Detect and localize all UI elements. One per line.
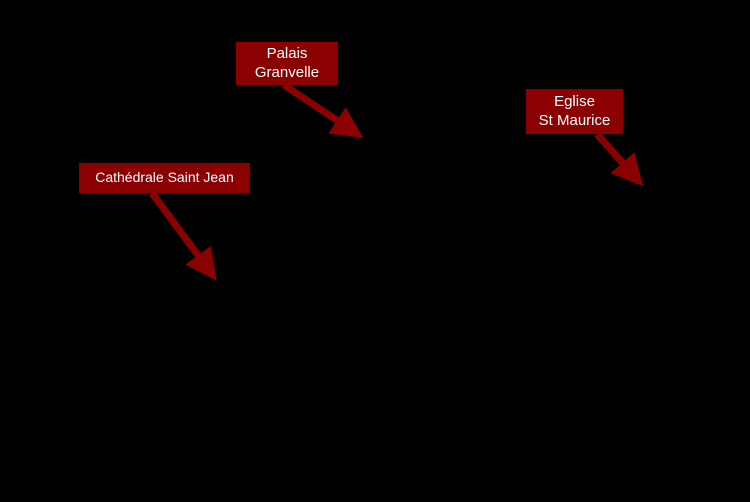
eglise-st-maurice-arrow <box>594 131 644 187</box>
cathedrale-saint-jean-arrow <box>149 190 217 281</box>
annotation-label-line: Granvelle <box>254 63 320 81</box>
annotation-label-line: Palais <box>266 44 308 62</box>
annotation-cathedrale-saint-jean: Cathédrale Saint Jean <box>79 163 250 193</box>
annotation-palais-granvelle: Palais Granvelle <box>236 42 338 85</box>
annotation-label-line: Cathédrale Saint Jean <box>95 169 234 186</box>
annotation-label-line: St Maurice <box>538 111 611 129</box>
palais-granvelle-arrow <box>282 82 364 138</box>
annotation-eglise-st-maurice: Eglise St Maurice <box>526 89 623 134</box>
annotation-label-line: Eglise <box>554 92 595 110</box>
